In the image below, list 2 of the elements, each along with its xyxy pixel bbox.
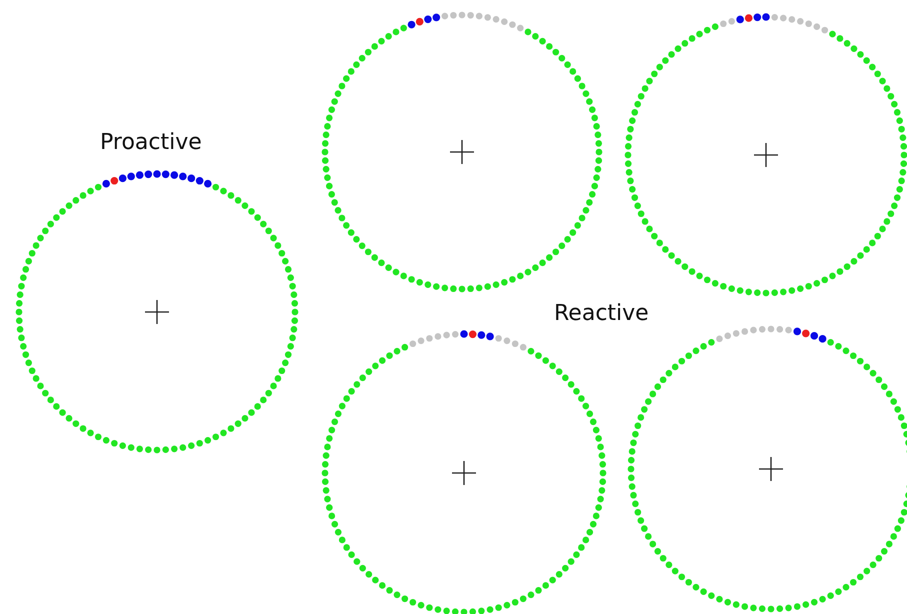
group-label: Proactive (100, 130, 202, 155)
group-label: Reactive (554, 301, 649, 326)
